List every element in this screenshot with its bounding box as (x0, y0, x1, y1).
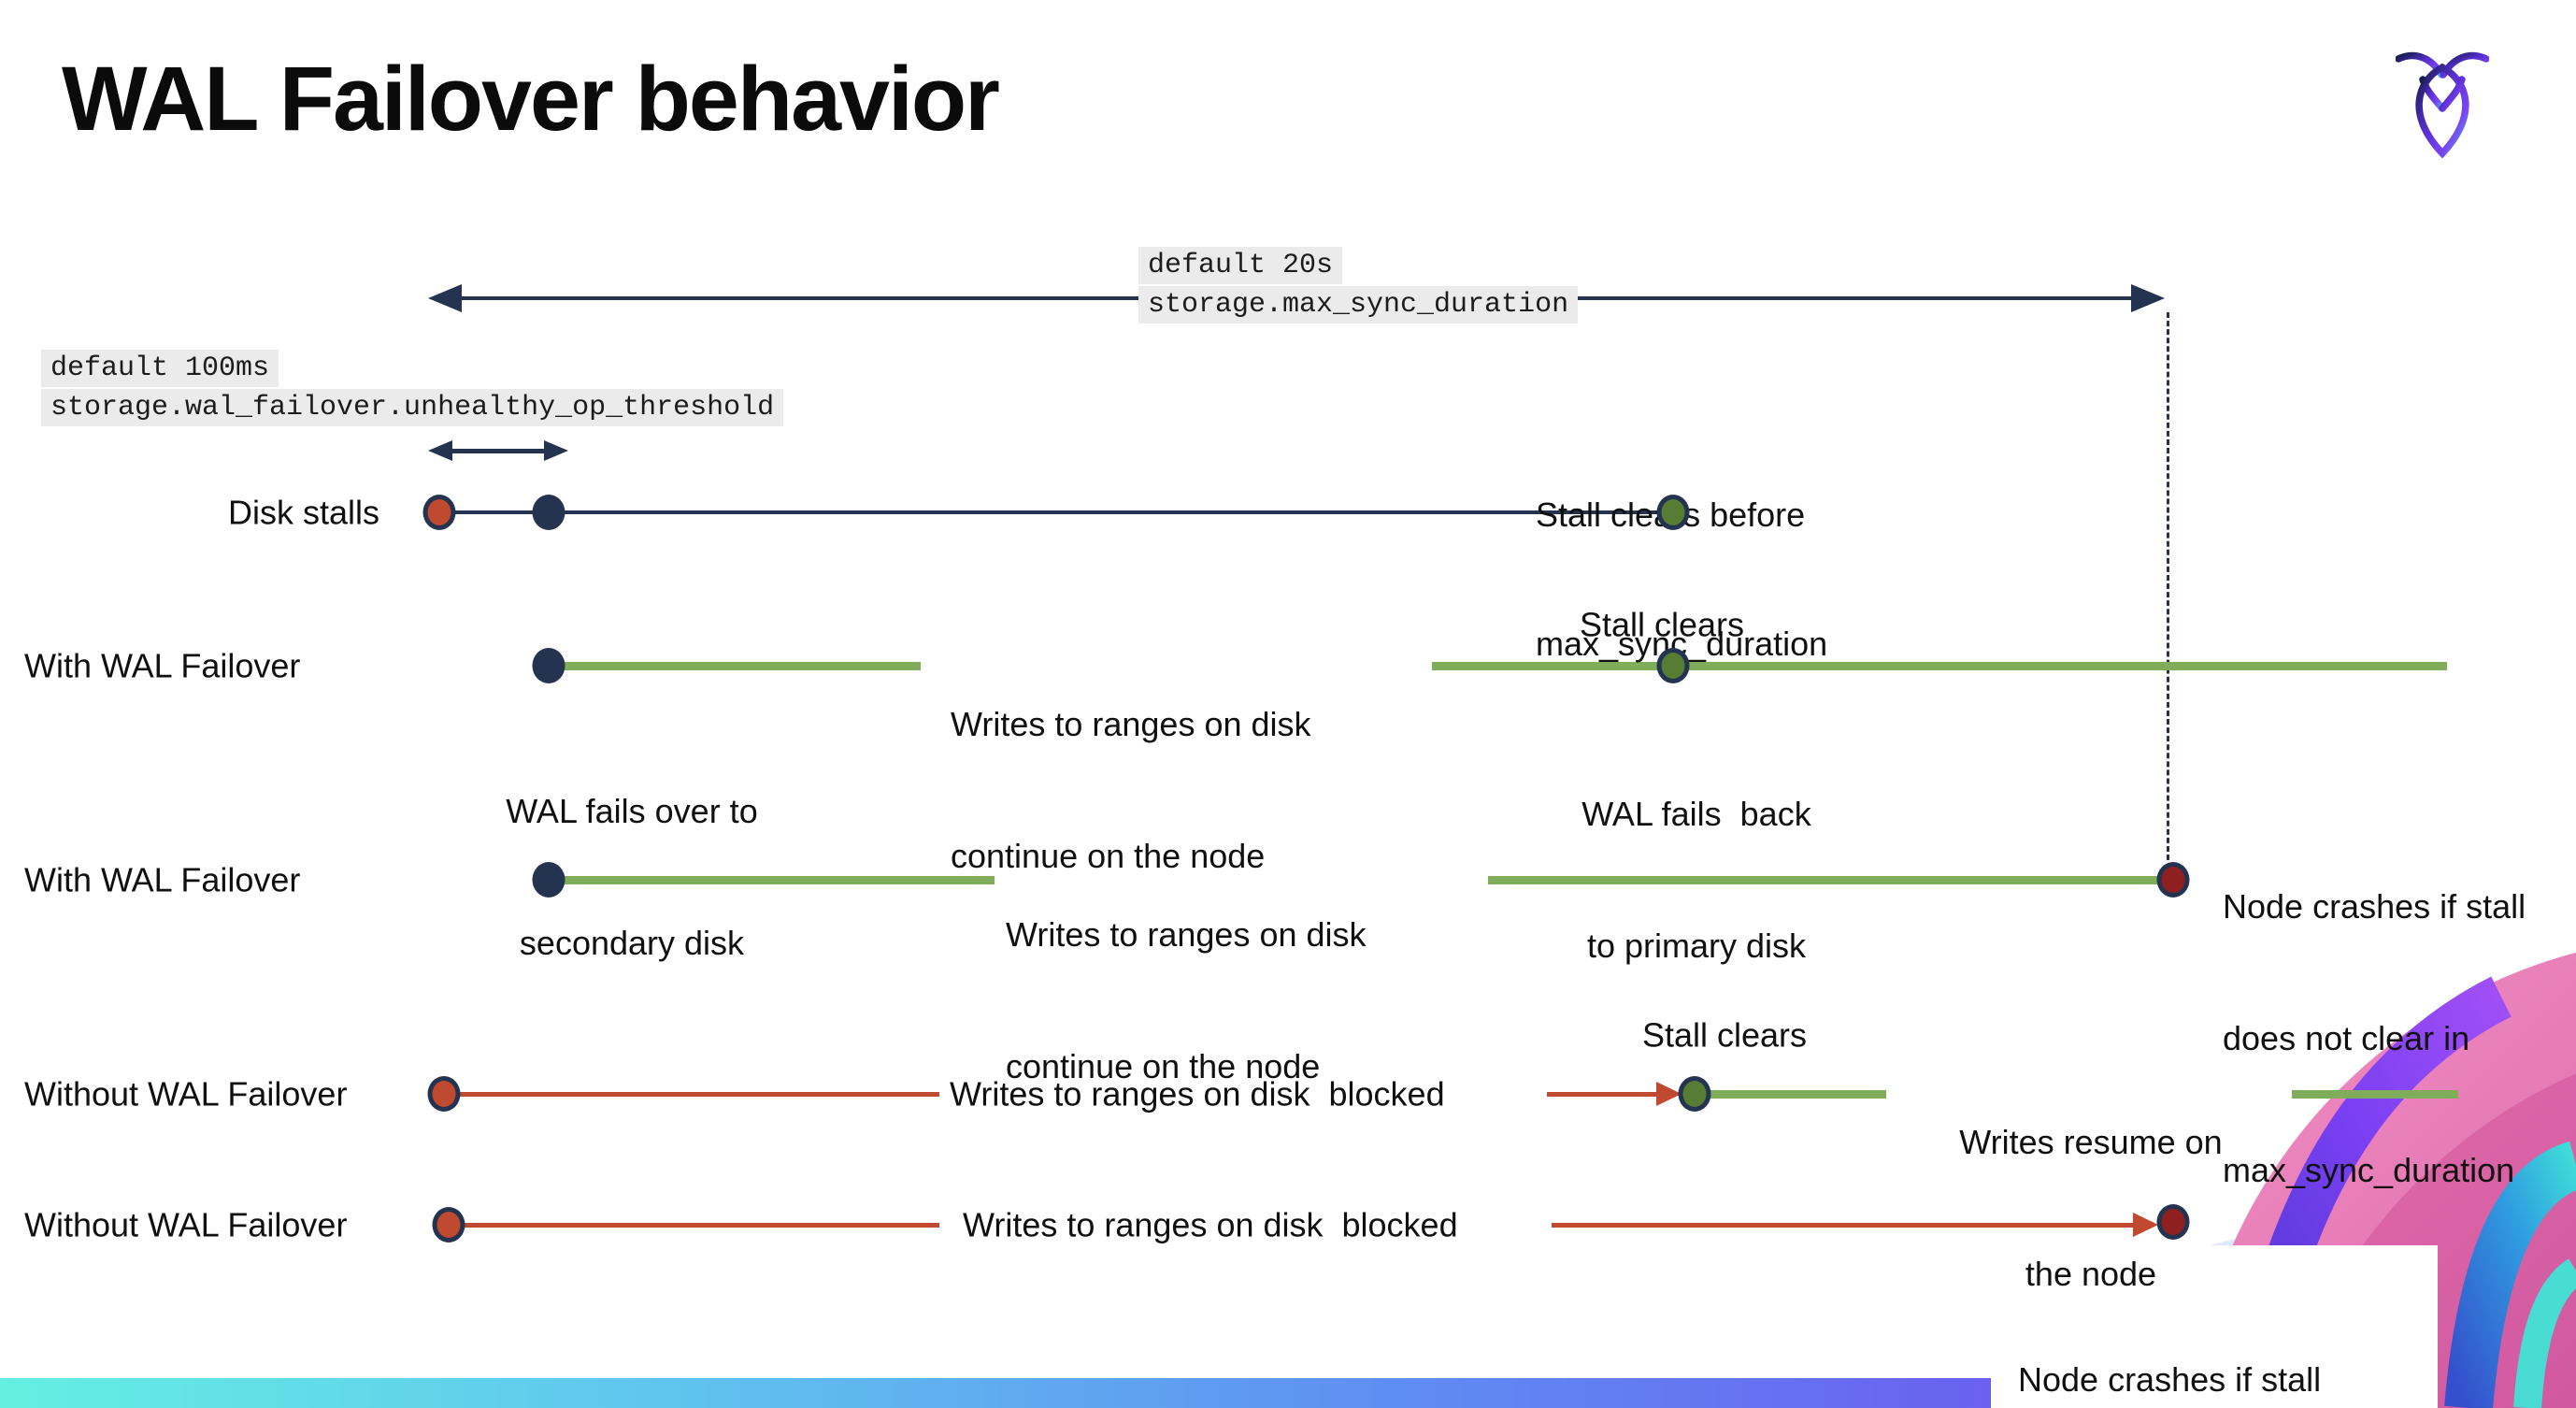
stall-clears-note: Stall clears (1641, 1015, 1808, 1055)
threshold-reached-dot (532, 495, 565, 530)
node-crash-note-box (1991, 1245, 2438, 1408)
failover-note: WAL fails over to secondary disk (506, 792, 758, 962)
red-arrowhead-icon (2133, 1213, 2158, 1237)
writes-blocked-text: Writes to ranges on disk blocked (950, 1074, 1445, 1113)
arrowhead-left-icon (428, 440, 452, 461)
row-label: With WAL Failover (24, 646, 301, 685)
page-title: WAL Failover behavior (62, 48, 1000, 150)
writes-blocked-line-2 (1547, 1092, 1659, 1097)
arrowhead-left-icon (428, 284, 462, 312)
writes-continue-line (561, 662, 921, 670)
disk-stall-start-dot (427, 1076, 461, 1112)
writes-continue-text: Writes to ranges on disk continue on the… (1006, 915, 1367, 1085)
row-label: Disk stalls (228, 493, 380, 532)
writes-continue-line-2 (1432, 662, 2447, 670)
writes-blocked-line (458, 1092, 939, 1097)
callout-max-sync-default: default 20s (1138, 247, 1343, 284)
stall-clears-note: Stall clears (1579, 605, 1745, 644)
node-crash-note: Node crashes if stall does not clear in … (2223, 887, 2526, 1189)
writes-blocked-text: Writes to ranges on disk blocked (963, 1205, 1458, 1244)
row-label: Without WAL Failover (24, 1074, 348, 1113)
disk-stall-start-dot (422, 495, 456, 530)
writes-blocked-line-2 (1552, 1223, 2136, 1228)
writes-resume-line (1709, 1090, 1886, 1099)
node-crash-dot (2156, 1204, 2190, 1240)
failover-dot (532, 648, 565, 683)
disk-stall-start-dot (432, 1207, 465, 1243)
failback-note: WAL fails back to primary disk (1581, 795, 1811, 965)
writes-resume-line-2 (2292, 1090, 2458, 1099)
stall-clears-dot (1656, 495, 1690, 530)
writes-resume-note: Writes resume on the node (1959, 1123, 2223, 1293)
callout-unhealthy-default: default 100ms (41, 350, 279, 387)
stall-timeline (439, 510, 1673, 514)
stall-clears-dot (1678, 1076, 1711, 1112)
arrowhead-right-icon (544, 440, 568, 461)
writes-blocked-line (463, 1223, 939, 1228)
row-label: Without WAL Failover (24, 1205, 348, 1244)
stall-clears-dot (1656, 648, 1690, 683)
writes-continue-line-2 (1488, 876, 2161, 884)
node-crash-note: Node crashes if stall does not clear in … (2018, 1360, 2322, 1399)
max-sync-deadline-dashed-line (2167, 312, 2169, 860)
callout-unhealthy-setting: storage.wal_failover.unhealthy_op_thresh… (41, 389, 784, 426)
stall-clears-before-note: Stall clears before max_sync_duration (1536, 496, 1828, 663)
cockroachdb-logo-icon (2396, 51, 2489, 159)
writes-continue-line (561, 876, 995, 884)
failover-dot (532, 862, 565, 898)
row-label: With WAL Failover (24, 860, 301, 899)
callout-max-sync-setting: storage.max_sync_duration (1138, 286, 1579, 323)
red-arrowhead-icon (1656, 1082, 1682, 1106)
writes-continue-text: Writes to ranges on disk continue on the… (951, 705, 1311, 875)
arrowhead-right-icon (2131, 284, 2165, 312)
node-crash-dot (2156, 862, 2190, 898)
